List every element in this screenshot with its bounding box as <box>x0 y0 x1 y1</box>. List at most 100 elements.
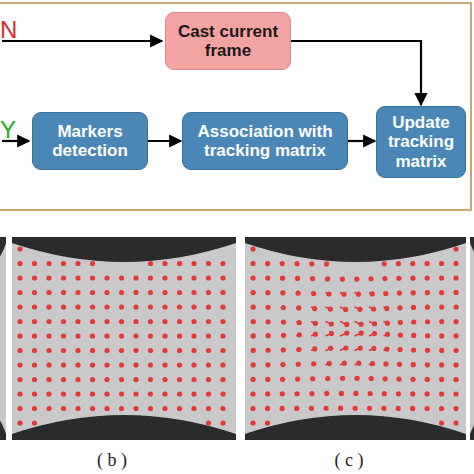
marker-dot <box>439 362 444 367</box>
specimen-surface <box>245 243 466 434</box>
marker-dot <box>61 391 66 396</box>
marker-dot <box>32 406 37 411</box>
marker-dot <box>119 304 124 309</box>
marker-dot <box>397 347 402 352</box>
marker-dot <box>17 290 22 295</box>
marker-dot <box>32 420 37 425</box>
marker-dot <box>382 391 387 396</box>
marker-dot <box>398 320 403 325</box>
marker-dot <box>220 275 225 280</box>
marker-dot <box>265 420 270 425</box>
marker-dot <box>453 333 458 338</box>
marker-dot <box>410 391 415 396</box>
flow-arrow <box>148 140 181 142</box>
branch-label: Y <box>0 116 16 144</box>
marker-dot <box>119 333 124 338</box>
marker-dot <box>411 347 416 352</box>
panel-border <box>0 3 471 210</box>
cast-box: Cast current frame <box>165 12 291 70</box>
marker-dot <box>397 362 402 367</box>
marker-dot <box>104 319 109 324</box>
marker-dot <box>17 333 22 338</box>
marker-dot <box>281 347 286 352</box>
marker-dot <box>220 261 225 266</box>
marker-dot <box>281 320 286 325</box>
marker-dot <box>133 362 138 367</box>
marker-dot <box>177 319 182 324</box>
marker-dot <box>424 261 429 266</box>
marker-dot <box>439 290 444 295</box>
marker-dot <box>206 304 211 309</box>
marker-dot <box>339 391 344 396</box>
marker-dot <box>162 319 167 324</box>
marker-dot <box>439 304 444 309</box>
marker-dot <box>90 275 95 280</box>
marker-dot <box>382 261 387 266</box>
marker-dot <box>250 406 255 411</box>
marker-dot <box>17 391 22 396</box>
marker-dot <box>90 377 95 382</box>
marker-dot <box>353 406 358 411</box>
marker-dot <box>206 333 211 338</box>
marker-dot <box>439 420 444 425</box>
marker-dot <box>46 348 51 353</box>
marker-dot <box>133 377 138 382</box>
marker-dot <box>177 275 182 280</box>
marker-dot <box>280 406 285 411</box>
marker-dot <box>385 321 390 326</box>
marker-dot <box>372 321 377 326</box>
marker-dot <box>439 261 444 266</box>
marker-dot <box>17 420 22 425</box>
marker-dot <box>104 333 109 338</box>
marker-dot <box>162 290 167 295</box>
marker-dot <box>104 377 109 382</box>
marker-dot <box>90 348 95 353</box>
marker-dot <box>324 391 329 396</box>
marker-dot <box>90 261 95 266</box>
marker-dot <box>342 361 347 366</box>
marker-dot <box>17 362 22 367</box>
marker-dot <box>453 304 458 309</box>
marker-dot <box>17 246 22 251</box>
marker-dot <box>75 406 80 411</box>
specimen-surface <box>470 243 474 434</box>
marker-dot <box>309 391 314 396</box>
box-label: Markers detection <box>39 122 141 160</box>
marker-dot <box>119 406 124 411</box>
marker-dot <box>220 319 225 324</box>
marker-dot <box>439 348 444 353</box>
marker-dot <box>344 330 349 335</box>
marker-dot <box>265 305 270 310</box>
marker-dot <box>46 362 51 367</box>
marker-dot <box>280 362 285 367</box>
marker-dot <box>326 291 331 296</box>
marker-dot <box>148 377 153 382</box>
marker-dot <box>119 362 124 367</box>
marker-dot <box>250 246 255 251</box>
marker-dot <box>344 322 349 327</box>
marker-dot <box>354 276 359 281</box>
marker-dot <box>133 304 138 309</box>
marker-dot <box>17 406 22 411</box>
marker-dot <box>250 391 255 396</box>
marker-dot <box>61 275 66 280</box>
marker-dot <box>220 304 225 309</box>
specimen-photo <box>0 237 6 440</box>
marker-dot <box>206 406 211 411</box>
marker-dot <box>148 406 153 411</box>
marker-dot <box>453 377 458 382</box>
marker-dot <box>294 391 299 396</box>
marker-dot <box>368 391 373 396</box>
marker-dot <box>61 377 66 382</box>
box-label: Association with tracking matrix <box>189 122 341 160</box>
marker-dot <box>177 406 182 411</box>
marker-dot <box>280 276 285 281</box>
marker-dot <box>411 305 416 310</box>
marker-dot <box>295 376 300 381</box>
marker-dot <box>133 319 138 324</box>
marker-dot <box>46 275 51 280</box>
marker-dot <box>148 304 153 309</box>
marker-dot <box>425 305 430 310</box>
marker-dot <box>162 275 167 280</box>
